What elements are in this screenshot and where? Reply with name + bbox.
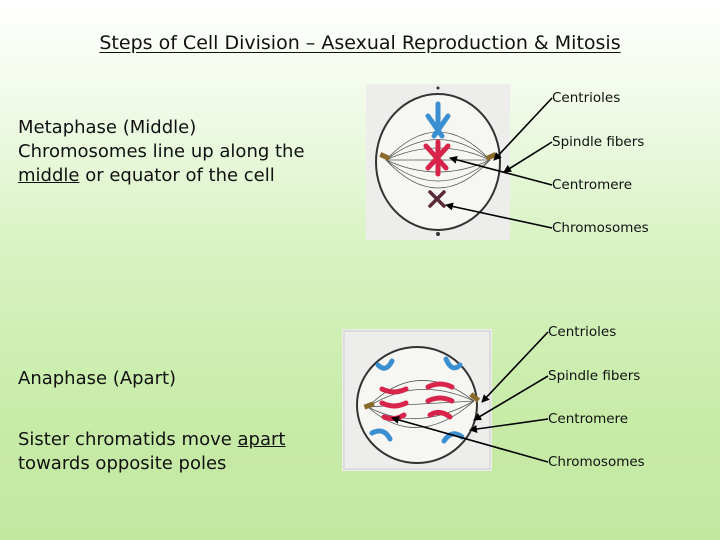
chromosome-blue-top	[425, 101, 451, 139]
chromatids-blue-left	[369, 358, 395, 442]
metaphase-desc-rest: or equator of the cell	[79, 165, 275, 186]
chromosome-red-middle	[423, 139, 451, 177]
metaphase-label-centromere: Centromere	[552, 177, 633, 193]
anaphase-heading: Anaphase (Apart)	[18, 368, 177, 389]
metaphase-underlined-word: middle	[18, 165, 80, 186]
metaphase-cell-illustration	[366, 84, 510, 240]
anaphase-label-centrioles: Centrioles	[548, 324, 617, 340]
metaphase-label-chromosomes: Chromosomes	[552, 220, 649, 236]
metaphase-desc-line1: Chromosomes line up along the	[18, 141, 305, 162]
anaphase-desc-line2: towards opposite poles	[18, 453, 227, 474]
anaphase-desc-prefix: Sister chromatids move	[18, 429, 238, 450]
anaphase-cell-illustration	[342, 329, 492, 471]
slide-title: Steps of Cell Division – Asexual Reprodu…	[99, 32, 621, 54]
anaphase-underlined-word: apart	[237, 429, 286, 450]
centriole-left	[363, 401, 375, 410]
chromatids-red-right	[425, 381, 455, 420]
metaphase-arrow-spindle	[503, 141, 553, 173]
metaphase-text: Metaphase (Middle) Chromosomes line up a…	[18, 116, 348, 188]
anaphase-label-centromere: Centromere	[548, 411, 629, 427]
metaphase-desc-line2: middle or equator of the cell	[18, 164, 348, 188]
anaphase-desc: Sister chromatids move apart towards opp…	[18, 428, 338, 476]
anaphase-label-chromosomes: Chromosomes	[548, 454, 645, 470]
anaphase-label-spindle-fibers: Spindle fibers	[548, 368, 641, 384]
chromosome-dark-lower	[428, 190, 446, 208]
metaphase-heading: Metaphase (Middle)	[18, 117, 197, 138]
metaphase-label-centrioles: Centrioles	[552, 90, 621, 106]
centriole-left	[379, 152, 391, 161]
metaphase-label-spindle-fibers: Spindle fibers	[552, 134, 645, 150]
anaphase-desc-line1: Sister chromatids move apart	[18, 428, 338, 452]
